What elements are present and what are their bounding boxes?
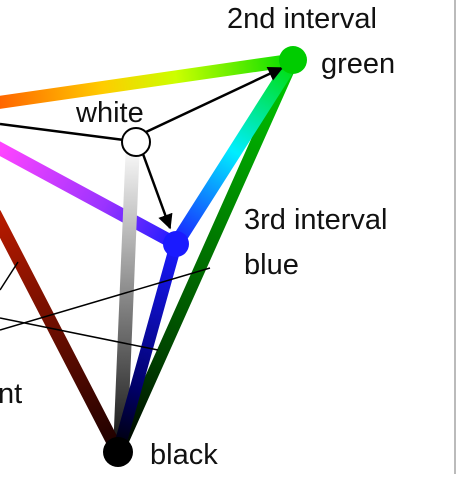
green-node: [279, 46, 307, 74]
black-node: [103, 437, 133, 467]
label-blue: blue: [244, 249, 299, 281]
blue-node: [163, 231, 189, 257]
label-black: black: [150, 439, 218, 471]
arrow-white-to-green: [145, 66, 284, 134]
arrow-white-to-blue: [141, 153, 173, 230]
red-black-edge: [0, 209, 125, 459]
thin-line-1: [0, 267, 211, 331]
spectrum-edge: [0, 53, 300, 109]
thin-line-3: [0, 261, 19, 291]
label-second-interval: 2nd interval: [227, 3, 377, 35]
white-black-edge: [113, 141, 140, 453]
green-black-edge: [112, 54, 299, 458]
thin-line-2: [0, 317, 159, 351]
green-blue-edge: [169, 53, 300, 251]
label-third-interval: 3rd interval: [244, 204, 387, 236]
label-white: white: [75, 97, 144, 129]
magenta-blue-edge: [0, 141, 183, 251]
arrow-white-left: [0, 122, 125, 142]
label-green: green: [321, 48, 395, 80]
label-partial-left: nt: [0, 378, 22, 410]
white-node: [121, 127, 151, 157]
